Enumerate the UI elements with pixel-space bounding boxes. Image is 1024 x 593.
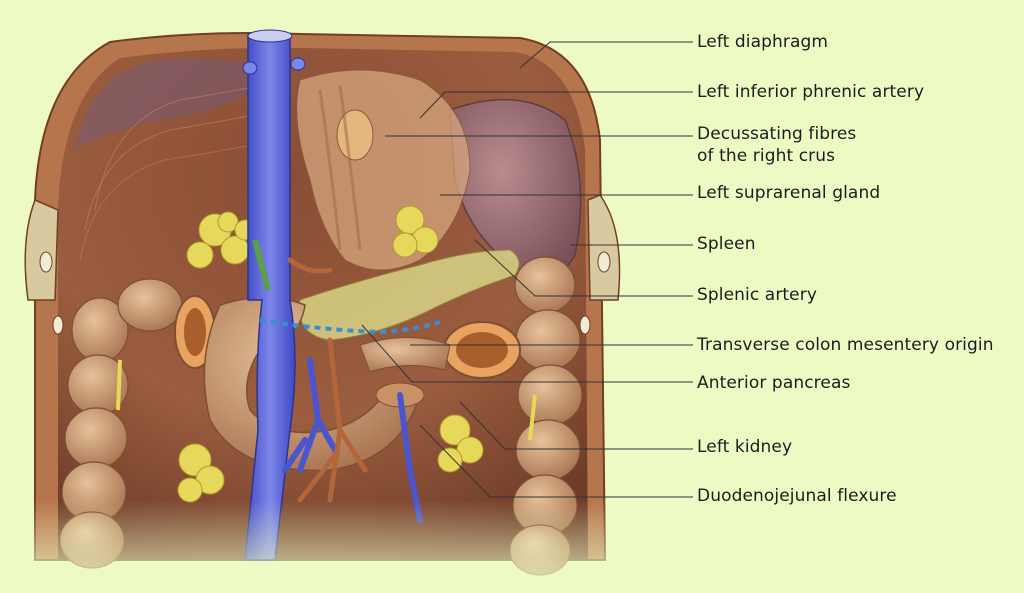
label-transverse-colon-mesentery-origin: Transverse colon mesentery origin	[697, 335, 994, 355]
bile-duct	[252, 239, 271, 291]
leader-left-inferior-phrenic-artery	[419, 91, 693, 119]
right-rib-band	[587, 194, 621, 301]
jejunum	[359, 337, 451, 373]
mesentery-origin-line	[259, 318, 441, 335]
leader-lines	[361, 41, 693, 498]
label-anterior-pancreas: Anterior pancreas	[697, 373, 851, 393]
esophagus-cut	[336, 109, 374, 161]
leader-anterior-pancreas	[361, 324, 693, 383]
fat-lobules	[177, 205, 484, 503]
label-decussating-fibres-line2: of the right crus	[697, 146, 836, 166]
pancreas	[298, 249, 520, 341]
leader-duodenojejunal-flexure	[419, 424, 693, 498]
label-splenic-artery: Splenic artery	[697, 285, 817, 305]
label-spleen: Spleen	[697, 234, 756, 254]
diaphragm-dome	[75, 58, 280, 150]
leader-left-kidney	[459, 401, 693, 450]
label-left-diaphragm: Left diaphragm	[697, 32, 829, 52]
leader-splenic-artery	[474, 239, 693, 297]
leader-left-diaphragm	[519, 41, 693, 69]
label-left-suprarenal-gland: Left suprarenal gland	[697, 183, 881, 203]
label-left-inferior-phrenic-artery: Left inferior phrenic artery	[697, 82, 925, 102]
label-duodenojejunal-flexure: Duodenojejunal flexure	[697, 486, 897, 506]
left-rib-band	[24, 198, 59, 301]
label-left-kidney: Left kidney	[697, 437, 793, 457]
mesenteric-arteries	[287, 257, 368, 503]
spleen	[449, 98, 582, 278]
label-decussating-fibres-line1: Decussating fibres	[697, 124, 857, 144]
